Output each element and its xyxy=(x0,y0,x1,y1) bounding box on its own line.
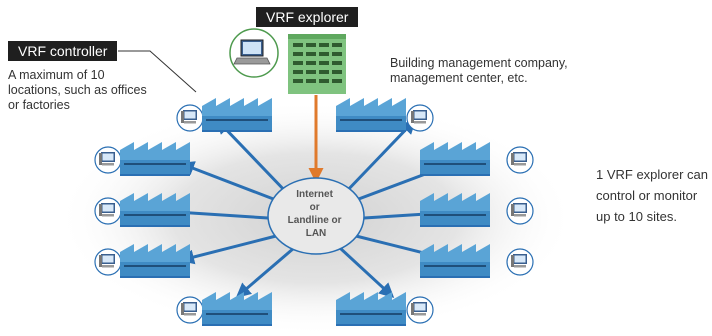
computer-monitor-icon xyxy=(94,248,122,276)
computer-monitor-icon xyxy=(176,296,204,324)
company-note: Building management company, management … xyxy=(390,56,610,86)
arrow-bottom-right xyxy=(338,246,395,299)
site-left-4 xyxy=(94,244,190,278)
controller-note: A maximum of 10 locations, such as offic… xyxy=(8,68,147,112)
computer-monitor-icon xyxy=(406,296,434,324)
computer-monitor-icon xyxy=(406,104,434,132)
summary-note: 1 VRF explorer can control or monitor up… xyxy=(596,167,708,224)
computer-monitor-icon xyxy=(506,248,534,276)
controller-leader-line xyxy=(118,50,197,93)
office-building-icon xyxy=(288,34,346,94)
site-left-2 xyxy=(94,142,190,176)
arrow-bottom-left xyxy=(235,246,295,298)
company-note-line-2: management center, etc. xyxy=(390,71,528,85)
laptop-icon xyxy=(229,28,279,78)
computer-monitor-icon xyxy=(506,197,534,225)
arrow-top-right xyxy=(342,118,417,196)
hub-line-3: Landline or xyxy=(288,215,342,226)
arrow-row3-left xyxy=(173,205,269,221)
arrow-row2-left xyxy=(179,161,277,202)
vrf-controller-label: VRF controller xyxy=(8,41,118,61)
site-left-3 xyxy=(94,193,190,227)
network-hub xyxy=(267,177,365,255)
site-arrows xyxy=(173,118,461,299)
computer-monitor-icon xyxy=(176,104,204,132)
svg-text:Internet or Landline o: Internet or Landline or LAN xyxy=(288,189,345,239)
hub-line-4: LAN xyxy=(306,228,327,239)
hub-line-1: Internet xyxy=(296,189,333,200)
vrf-explorer-label: VRF explorer xyxy=(256,7,359,27)
arrow-row4-left xyxy=(179,234,277,265)
company-note-line-1: Building management company, xyxy=(390,56,568,70)
arrow-top-left xyxy=(215,118,290,196)
computer-monitor-icon xyxy=(94,146,122,174)
factory-building-icon xyxy=(336,98,406,132)
site-left-1 xyxy=(176,98,272,132)
computer-monitor-icon xyxy=(506,146,534,174)
site-left-5 xyxy=(176,292,272,326)
computer-monitor-icon xyxy=(94,197,122,225)
hub-line-2: or xyxy=(310,202,320,213)
